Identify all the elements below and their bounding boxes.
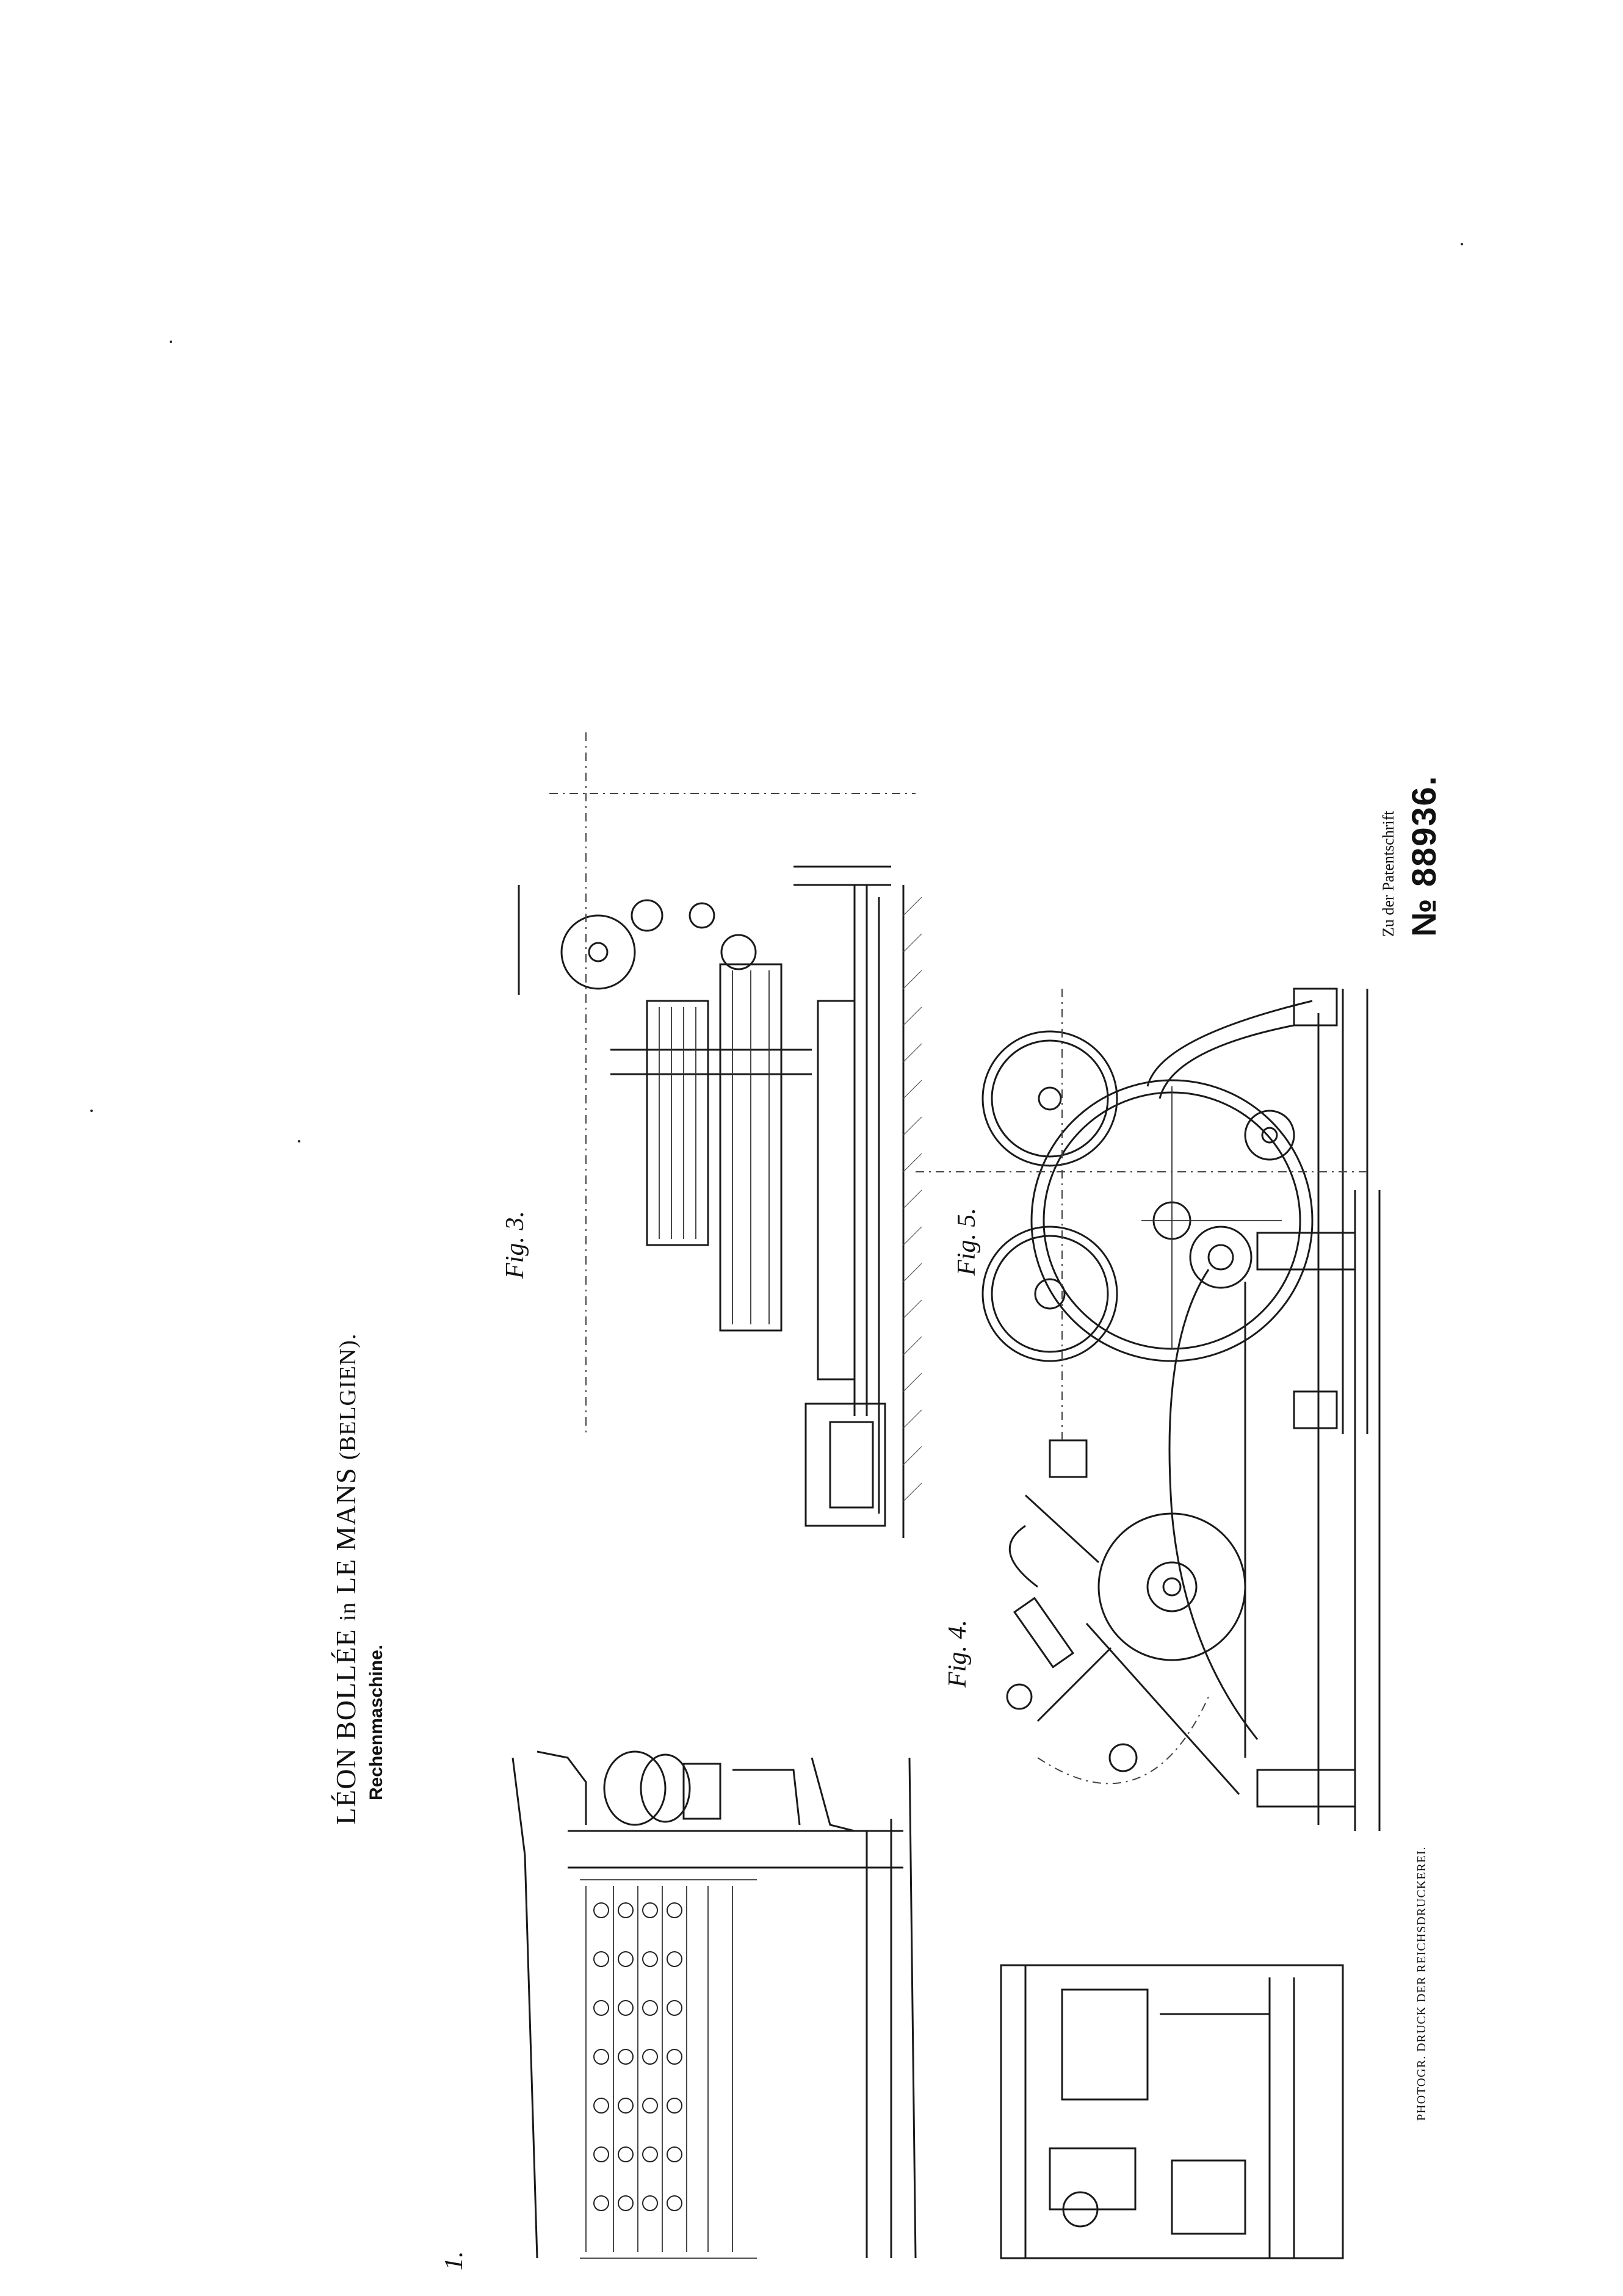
figure-4-drawing — [1006, 1190, 1381, 1831]
figure-3-drawing — [518, 732, 922, 1538]
figure-1-drawing — [511, 1750, 1344, 2259]
figure-5-drawing — [916, 987, 1368, 1440]
print-specks — [90, 243, 1463, 1143]
key-grid — [585, 1886, 733, 2252]
